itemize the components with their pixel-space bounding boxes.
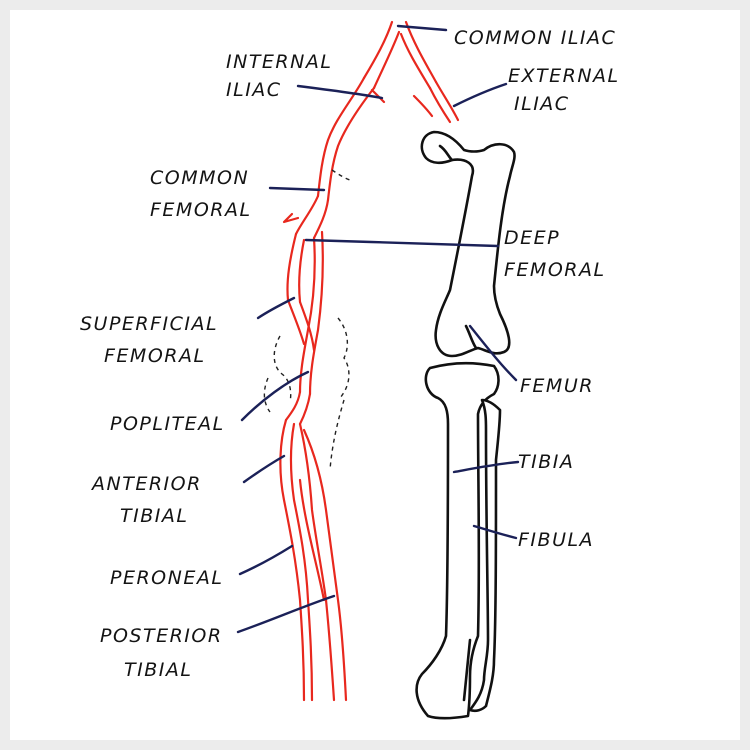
label-common-femoral-line1: COMMON [150, 167, 249, 189]
leader-external-iliac [452, 82, 508, 108]
leader-tibia [452, 460, 520, 474]
label-anterior-tibial-line1: ANTERIOR [90, 473, 202, 495]
leader-anterior-tibial [242, 454, 286, 484]
leader-common-femoral [268, 186, 326, 192]
label-external-iliac-line2: ILIAC [514, 93, 570, 115]
peroneal-artery [298, 422, 336, 702]
leader-popliteal [240, 370, 310, 422]
fibula-outline [468, 398, 502, 713]
femur-head-line [438, 144, 454, 162]
leader-deep-femoral [304, 238, 500, 248]
label-popliteal: POPLITEAL [110, 413, 225, 435]
tibia-outline [415, 361, 500, 720]
leader-superficial-femoral [256, 296, 296, 320]
label-internal-iliac-line2: ILIAC [226, 79, 282, 101]
leader-internal-iliac [296, 84, 384, 100]
label-common-iliac: COMMON ILIAC [454, 27, 616, 49]
deep-femoral-artery [286, 232, 306, 304]
label-internal-iliac-line1: INTERNAL [226, 51, 332, 73]
external-iliac-artery [316, 76, 366, 198]
leader-lines [236, 24, 520, 634]
arterial-tree [279, 20, 460, 702]
leader-posterior-tibial [236, 594, 336, 634]
leader-fibula [472, 524, 518, 540]
superficial-femoral-artery [298, 230, 324, 396]
label-posterior-tibial-line2: TIBIAL [124, 659, 192, 681]
internal-iliac-artery [428, 80, 460, 124]
label-posterior-tibial-line1: POSTERIOR [100, 625, 223, 647]
label-peroneal: PERONEAL [110, 567, 223, 589]
genicular-branches [286, 298, 316, 352]
label-external-iliac-line1: EXTERNAL [508, 65, 620, 87]
label-superficial-femoral-line1: SUPERFICIAL [80, 313, 218, 335]
internal-iliac-small-branch [370, 88, 434, 118]
deep-femoral-tip [282, 212, 300, 224]
label-deep-femoral-line1: DEEP [504, 227, 560, 249]
common-femoral-artery [294, 194, 330, 240]
label-superficial-femoral-line2: FEMORAL [104, 345, 206, 367]
label-fibula: FIBULA [518, 529, 594, 551]
posterior-tibial-artery [298, 428, 348, 702]
femur-condyle-line [464, 324, 478, 350]
label-deep-femoral-line2: FEMORAL [504, 259, 606, 281]
label-femur: FEMUR [520, 375, 594, 397]
label-common-femoral-line2: FEMORAL [150, 199, 252, 221]
labels: COMMON ILIAC INTERNAL ILIAC EXTERNAL ILI… [80, 27, 620, 681]
knee-joint-outline [263, 169, 351, 471]
leader-common-iliac [396, 24, 448, 32]
common-iliac-artery-inner [372, 30, 432, 90]
common-iliac-artery [362, 20, 438, 84]
external-iliac-artery-inner [326, 86, 376, 202]
label-anterior-tibial-line2: TIBIAL [120, 505, 188, 527]
tibia-fibula-gap [462, 638, 472, 702]
popliteal-artery [284, 390, 312, 426]
tibia-fibula-bones [415, 361, 502, 720]
leader-peroneal [238, 544, 294, 576]
label-tibia: TIBIA [518, 451, 574, 473]
leader-femur [468, 324, 518, 382]
paper-sheet [10, 10, 740, 740]
